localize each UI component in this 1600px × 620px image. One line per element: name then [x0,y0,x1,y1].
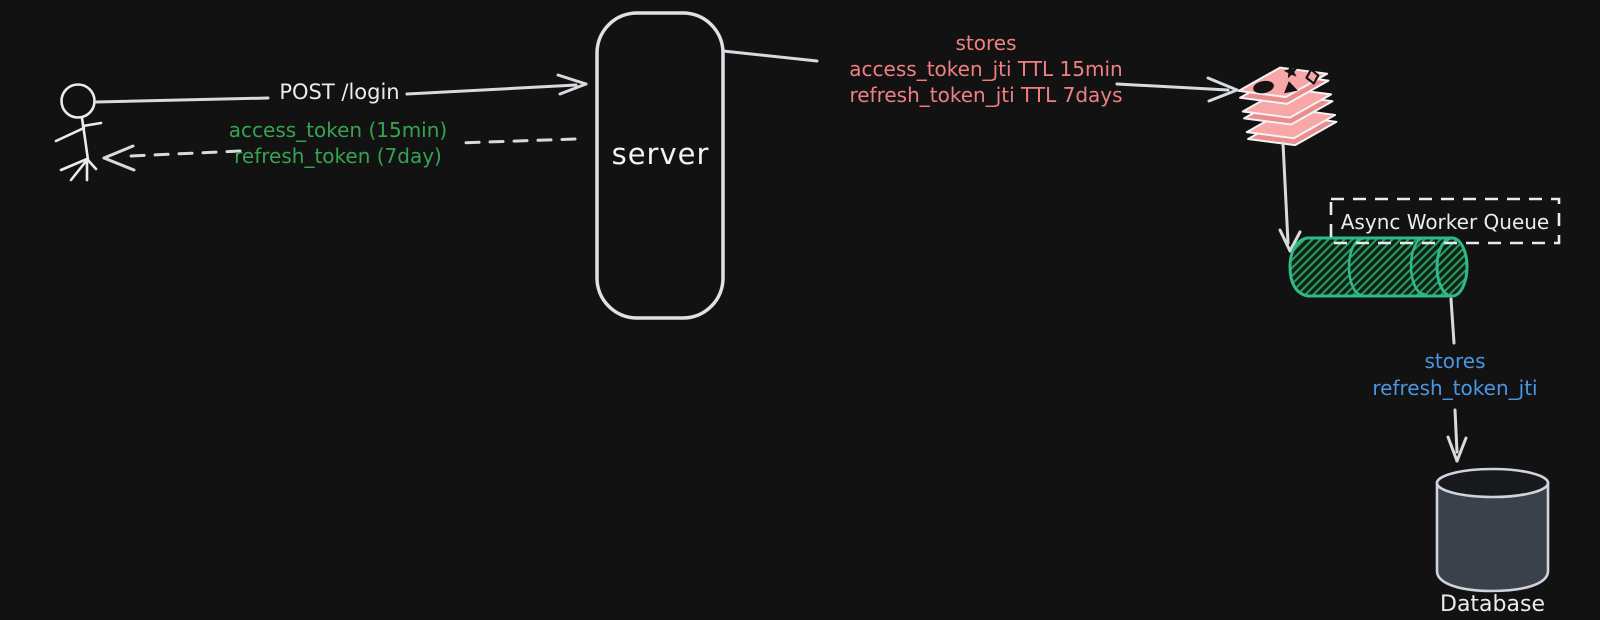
db-write-label: stores refresh_token_jti [1345,348,1565,402]
refresh-token-line: refresh_token (7day) [234,144,442,168]
database-cylinder [1435,467,1550,593]
async-worker-queue-box [1329,197,1561,245]
db-stores-line: stores [1424,349,1486,373]
user-stick-figure-icon [54,83,103,182]
queue-cylinder [1288,236,1469,298]
server-box [595,11,725,320]
access-token-line: access_token (15min) [228,118,448,142]
login-response-arrow [102,137,577,172]
queue-feed-arrow [1278,141,1302,253]
database-label: Database [1440,592,1545,617]
redis-stack-icon [1237,64,1338,147]
db-refresh-jti-line: refresh_token_jti [1372,376,1538,400]
login-request-label: POST /login [279,80,400,104]
server-label: server [611,137,710,171]
login-request-arrow [94,73,588,104]
redis-stores-line: stores [955,31,1017,55]
redis-write-arrow [721,49,1239,103]
login-response-label: access_token (15min) refresh_token (7day… [220,117,456,169]
redis-refresh-jti-line: refresh_token_jti TTL 7days [849,83,1123,107]
redis-access-jti-line: access_token_jti TTL 15min [849,57,1123,81]
async-worker-queue-label: Async Worker Queue [1340,210,1550,234]
db-write-arrow [1446,297,1468,463]
redis-write-label: stores access_token_jti TTL 15min refres… [826,30,1146,108]
